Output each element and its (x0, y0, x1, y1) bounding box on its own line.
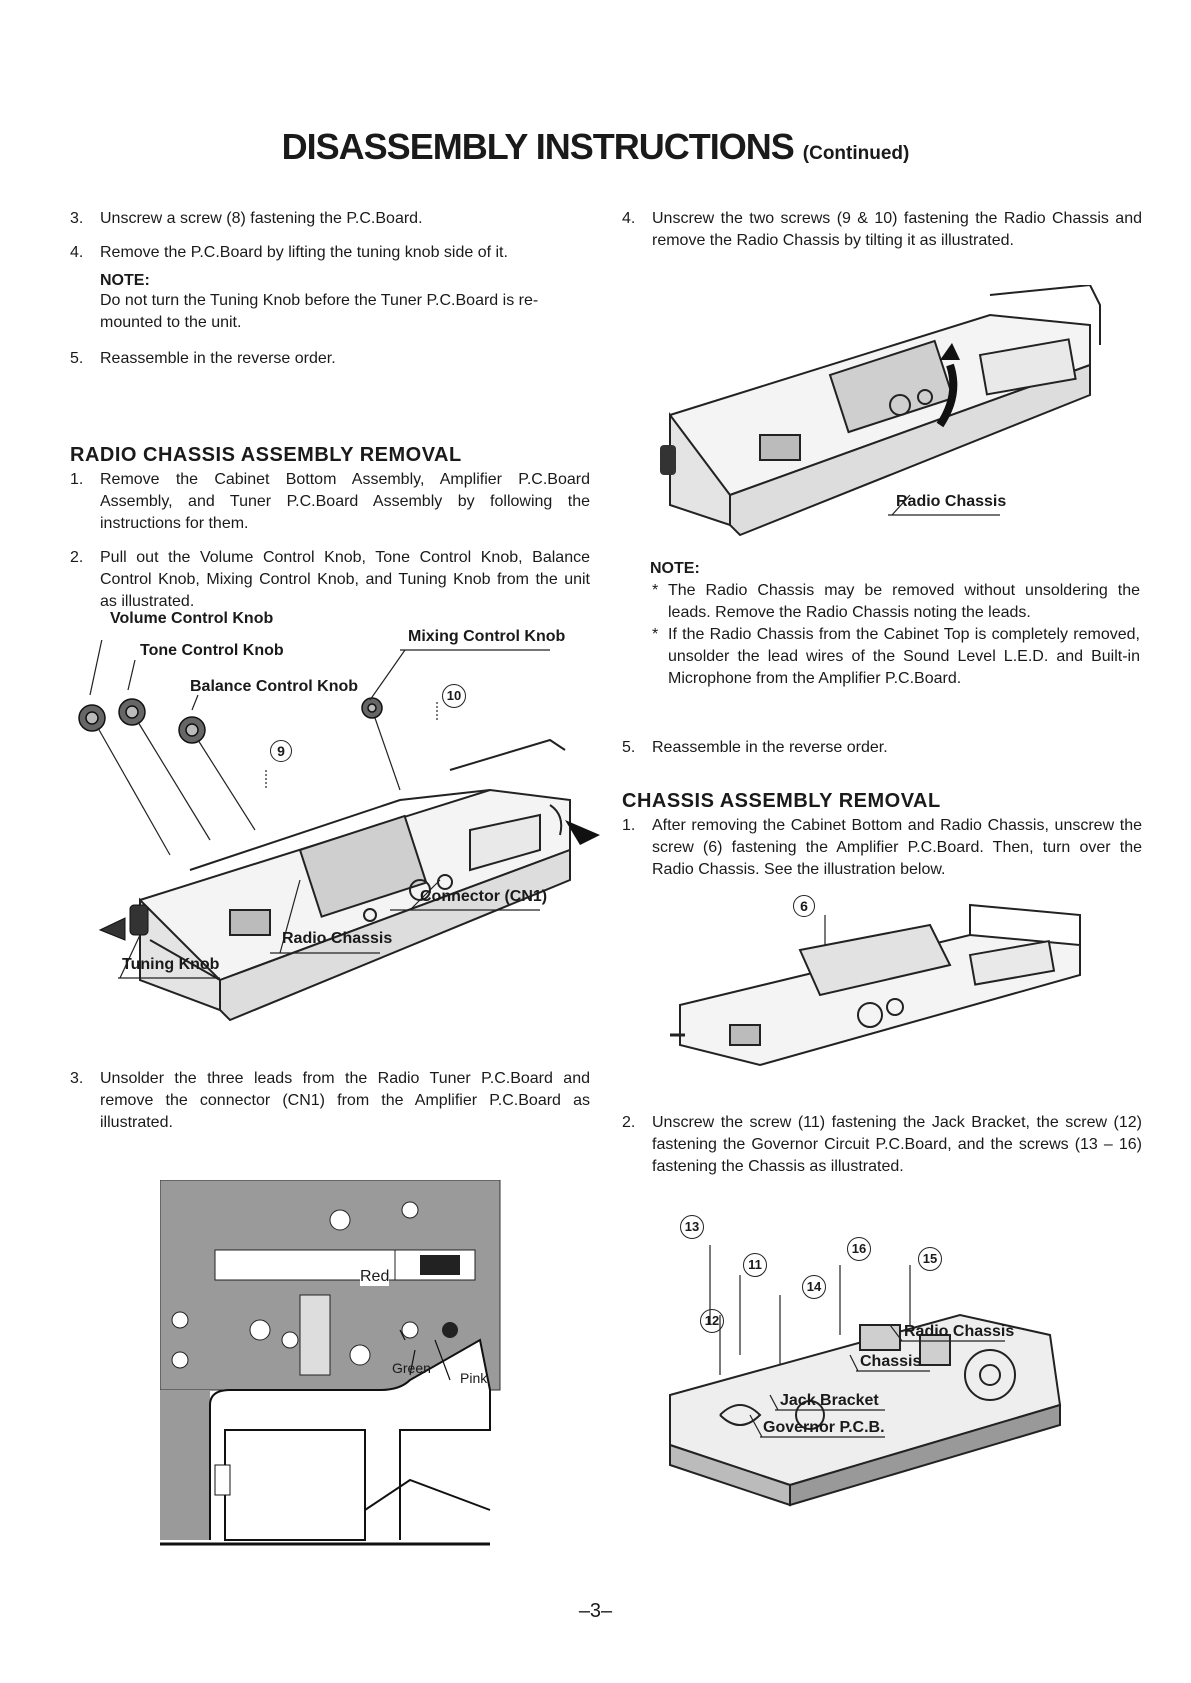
label-radio-chassis: Radio Chassis (282, 930, 393, 947)
note-bullet-2: * If the Radio Chassis from the Cabinet … (652, 626, 1140, 687)
note-heading: NOTE: (100, 272, 150, 289)
note-bullet-1: * The Radio Chassis may be removed witho… (652, 582, 1140, 621)
figure-pcb-drawing (160, 1180, 501, 1546)
label-tuning-knob: Tuning Knob (122, 956, 220, 973)
step-left-4: 4. Remove the P.C.Board by lifting the t… (70, 244, 508, 261)
right-step-4: 4. Unscrew the two screws (9 & 10) faste… (622, 208, 1142, 252)
screw-13-marker: 13 (680, 1215, 704, 1239)
label-connector-cn1: Connector (CN1) (420, 888, 548, 905)
step-left-3: 3. Unscrew a screw (8) fastening the P.C… (70, 210, 423, 227)
title-sub: (Continued) (802, 143, 910, 164)
label-radio-chassis-fig5: Radio Chassis (904, 1323, 1015, 1340)
radio-chassis-section: RADIO CHASSIS ASSEMBLY REMOVAL 1. Remove… (70, 444, 590, 613)
label-volume-control-knob: Volume Control Knob (110, 610, 274, 627)
figure-chassis-screws: 13 11 16 15 14 12 Radio Chassis Chassis … (660, 1215, 1120, 1565)
screw-12-marker: 12 (700, 1309, 724, 1333)
label-balance-control-knob: Balance Control Knob (190, 678, 359, 695)
figure-knobs-drawing (78, 640, 600, 1022)
right-step-5: 5. Reassemble in the reverse order. (622, 737, 1142, 759)
step-right-5: 5. Reassemble in the reverse order. (622, 739, 888, 756)
page-title: DISASSEMBLY INSTRUCTIONS (Continued) (0, 126, 1191, 168)
label-chassis: Chassis (860, 1353, 922, 1370)
section-heading-chassis: CHASSIS ASSEMBLY REMOVAL (622, 790, 941, 812)
chassis-step-2-wrap: 2. Unscrew the screw (11) fastening the … (622, 1112, 1142, 1178)
figure-radio-chassis-tilt: Radio Chassis (660, 285, 1130, 545)
screw-9-marker: 9 (270, 740, 292, 762)
left-step-3b: 3. Unsolder the three leads from the Rad… (70, 1068, 590, 1134)
chassis-section: CHASSIS ASSEMBLY REMOVAL 1. After removi… (622, 790, 1142, 881)
screw-16-marker: 16 (847, 1237, 871, 1261)
chassis-step-1: 1. After removing the Cabinet Bottom and… (622, 817, 1142, 878)
left-note: NOTE: Do not turn the Tuning Knob before… (70, 272, 590, 334)
label-governor-pcb: Governor P.C.B. (763, 1419, 885, 1436)
figure-chassis-turned-drawing (670, 903, 1081, 1067)
note-heading-right: NOTE: (650, 560, 700, 577)
radio-step-2: 2. Pull out the Volume Control Knob, Ton… (70, 549, 590, 610)
label-jack-bracket: Jack Bracket (780, 1392, 879, 1409)
figure-chassis-turned: 6 (670, 895, 1100, 1070)
figure-radio-chassis-drawing (660, 285, 1101, 537)
section-heading-radio-chassis: RADIO CHASSIS ASSEMBLY REMOVAL (70, 444, 462, 466)
screw-6-marker: 6 (793, 895, 815, 917)
radio-step-1: 1. Remove the Cabinet Bottom Assembly, A… (70, 471, 590, 532)
screw-10-marker: 10 (442, 684, 466, 708)
step-left-5: 5. Reassemble in the reverse order. (70, 350, 336, 367)
label-mixing-control-knob: Mixing Control Knob (408, 628, 566, 645)
label-radio-chassis-fig3: Radio Chassis (896, 493, 1007, 510)
step-right-4: 4. Unscrew the two screws (9 & 10) faste… (622, 210, 1142, 249)
figure-knobs-removal: Volume Control Knob Tone Control Knob Ba… (70, 610, 610, 1050)
screw-14-marker: 14 (802, 1275, 826, 1299)
note-text: Do not turn the Tuning Knob before the T… (100, 292, 539, 331)
label-green-lead: Green (392, 1360, 431, 1376)
left-steps-top: 3. Unscrew a screw (8) fastening the P.C… (70, 208, 590, 370)
step-unsolder-leads: 3. Unsolder the three leads from the Rad… (70, 1070, 590, 1131)
screw-15-marker: 15 (918, 1247, 942, 1271)
figure-chassis-screws-drawing (669, 1245, 1062, 1507)
page-number: –3– (578, 1600, 613, 1622)
label-tone-control-knob: Tone Control Knob (140, 642, 284, 659)
chassis-step-2: 2. Unscrew the screw (11) fastening the … (622, 1114, 1142, 1175)
right-note: NOTE: * The Radio Chassis may be removed… (650, 560, 1140, 690)
label-pink-lead: Pink (460, 1370, 488, 1386)
title-main: DISASSEMBLY INSTRUCTIONS (281, 126, 795, 167)
label-red-lead: Red (360, 1268, 390, 1286)
figure-pcb: Red Green Pink (160, 1180, 510, 1550)
screw-11-marker: 11 (743, 1253, 767, 1277)
